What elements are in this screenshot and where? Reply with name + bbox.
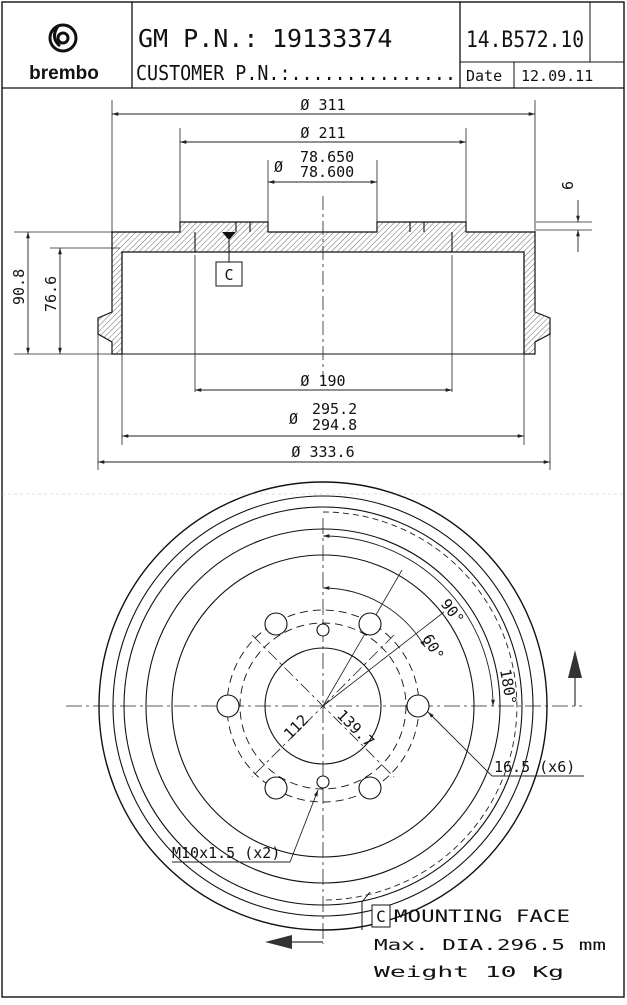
bolt-hole [406,694,430,718]
hole-spec: 16.5 (x6) [494,758,575,776]
center-hole-prefix: Ø [274,158,283,176]
dim-pilot: 112 [280,711,312,743]
dim-pcd: 139.7 [333,706,378,751]
notes-block: C MOUNTING FACE Max. DIA.296.5 mm Weight… [361,891,606,981]
dim-outer-flange: Ø 311 [300,96,345,114]
angle-60-label: 60° [419,631,448,663]
brembo-logo: brembo [29,23,99,84]
dim-inner-height: 76.6 [42,276,60,312]
drum-section-hatch [97,221,551,355]
thread-hole [316,623,330,637]
bolt-hole [358,612,382,636]
bolt-hole [216,694,240,718]
dim-braking-min: 294.8 [312,416,357,434]
note-weight: Weight 10 Kg [374,963,564,981]
datum-c-label: C [224,266,233,284]
part-number: 14.B572.10 [466,28,584,53]
date-value: 12.09.11 [521,67,593,85]
dim-braking-max: 295.2 [312,400,357,418]
section-view: C Ø 311 Ø 211 Ø 78.650 78.600 6 90.8 76.… [10,96,592,470]
bolt-hole [264,612,288,636]
gm-pn-value: 19133374 [272,24,392,53]
angle-90-label: 90° [437,595,468,627]
angle-180-label: 180° [496,668,520,707]
note-datum-ref: C [376,907,386,926]
note-mounting-face: MOUNTING FACE [394,907,570,927]
bolt-hole [264,776,288,800]
gm-pn-label: GM P.N.: [138,24,258,53]
dim-overall: Ø 333.6 [291,443,354,461]
thread-spec: M10x1.5 (x2) [172,844,280,862]
date-label: Date [466,67,502,85]
thread-hole [316,775,330,789]
dim-center-hole-max: 78.650 [300,148,354,166]
braking-prefix: Ø [289,410,298,428]
dim-total-height: 90.8 [10,269,28,305]
dim-center-hole-min: 78.600 [300,163,354,181]
front-view: 90° 60° 180° 112 139.7 16.5 (x6) M10x1.5… [66,481,584,949]
dim-thickness: 6 [559,181,577,190]
datum-c-marker: C [215,232,243,287]
note-max-dia: Max. DIA.296.5 mm [374,936,606,954]
dim-inner-bore: Ø 190 [300,372,345,390]
dim-hat: Ø 211 [300,124,345,142]
bolt-hole [358,776,382,800]
brand-name: brembo [29,63,99,84]
customer-pn: CUSTOMER P.N.:............... [136,61,456,85]
title-block: brembo GM P.N.: 19133374 CUSTOMER P.N.:.… [2,2,624,89]
